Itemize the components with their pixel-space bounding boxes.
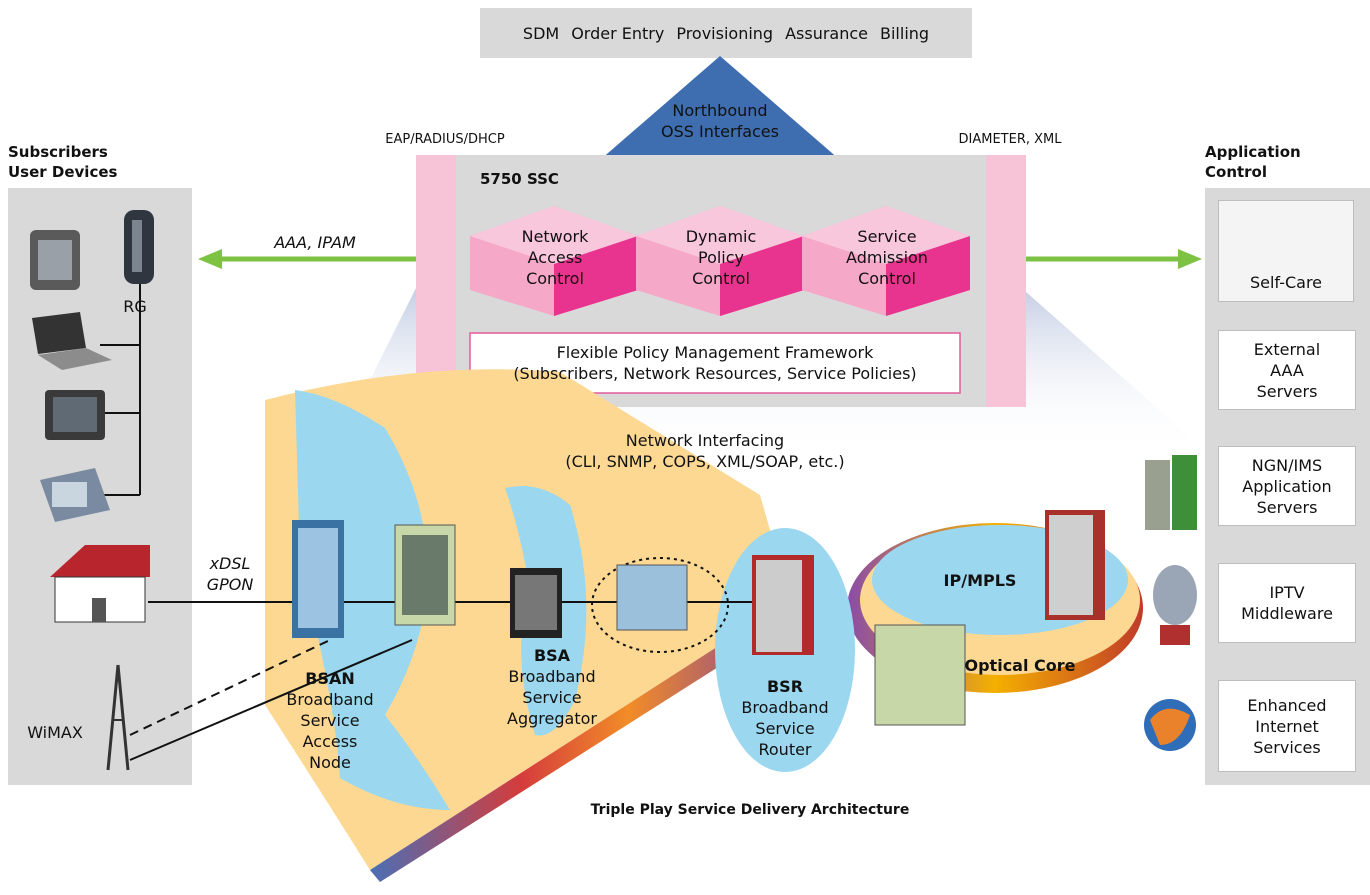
oss-item-assurance: Assurance — [785, 23, 868, 43]
ssc-title: 5750 SSC — [480, 170, 559, 188]
bsr-label: BSR Broadband Service Router — [741, 677, 829, 759]
arrow-left-head — [198, 249, 222, 269]
xdsl-gpon-label: xDSL GPON — [206, 554, 254, 594]
eap-bar — [416, 155, 456, 407]
bsan-label: BSAN Broadband Service Access Node — [286, 669, 374, 772]
diameter-bar — [986, 155, 1026, 407]
globe-icon — [1144, 699, 1196, 751]
rg-label: RG — [123, 297, 147, 316]
bsr-icon — [752, 555, 814, 655]
network-access-control: Network Access Control — [521, 227, 589, 288]
optical-core-label: Optical Core — [964, 656, 1076, 675]
server-icon — [1145, 455, 1197, 530]
satellite-dish-icon — [1153, 565, 1197, 645]
pda-icon — [30, 230, 80, 290]
external-aaa-box: External AAA Servers — [1218, 330, 1356, 410]
house-icon — [50, 545, 150, 623]
footer-title: Triple Play Service Delivery Architectur… — [590, 802, 910, 818]
subscribers-title: Subscribers User Devices — [8, 143, 118, 181]
ngn-ims-box: NGN/IMS Application Servers — [1218, 446, 1356, 526]
core-router2-icon — [874, 624, 966, 726]
ip-mpls-label: IP/MPLS — [943, 571, 1017, 590]
dynamic-policy-control: Dynamic Policy Control — [685, 227, 757, 288]
core-router-icon — [1045, 510, 1105, 620]
northbound-label: Northbound OSS Interfaces — [661, 101, 779, 141]
switch-icon — [616, 564, 688, 631]
oss-item-order-entry: Order Entry — [571, 23, 665, 43]
network-interfacing-label: Network Interfacing (CLI, SNMP, COPS, XM… — [565, 431, 845, 471]
eap-label: EAP/RADIUS/DHCP — [385, 132, 505, 147]
framework-label: Flexible Policy Management Framework (Su… — [513, 343, 917, 383]
oss-item-sdm: SDM — [522, 23, 560, 43]
self-care-box: Self-Care — [1218, 200, 1354, 302]
router-icon — [124, 210, 154, 284]
tv-icon — [45, 390, 105, 440]
oss-items: SDM Order Entry Provisioning Assurance B… — [480, 8, 972, 58]
aaa-ipam-label: AAA, IPAM — [274, 233, 356, 252]
dslam-icon — [292, 520, 344, 638]
policy-blocks — [470, 206, 970, 316]
videophone-icon — [40, 468, 110, 522]
bsan-band — [295, 390, 450, 810]
oss-bar — [480, 8, 972, 58]
wimax-label: WiMAX — [27, 723, 83, 742]
diameter-label: DIAMETER, XML — [958, 132, 1062, 147]
oss-item-billing: Billing — [880, 23, 930, 43]
northbound-triangle — [600, 56, 840, 160]
enhanced-internet-box: Enhanced Internet Services — [1218, 680, 1356, 772]
service-admission-control: Service Admission Control — [846, 227, 928, 288]
application-title: Application Control — [1205, 143, 1301, 181]
bsa-icon — [510, 568, 562, 638]
olt-icon — [394, 524, 456, 626]
laptop-icon — [32, 312, 112, 370]
oss-item-provisioning: Provisioning — [676, 23, 774, 43]
dotted-ellipse — [591, 557, 729, 653]
arrow-right-head — [1178, 249, 1202, 269]
antenna-icon — [106, 664, 130, 771]
bsa-label: BSA Broadband Service Aggregator — [507, 646, 597, 728]
iptv-box: IPTV Middleware — [1218, 563, 1356, 643]
